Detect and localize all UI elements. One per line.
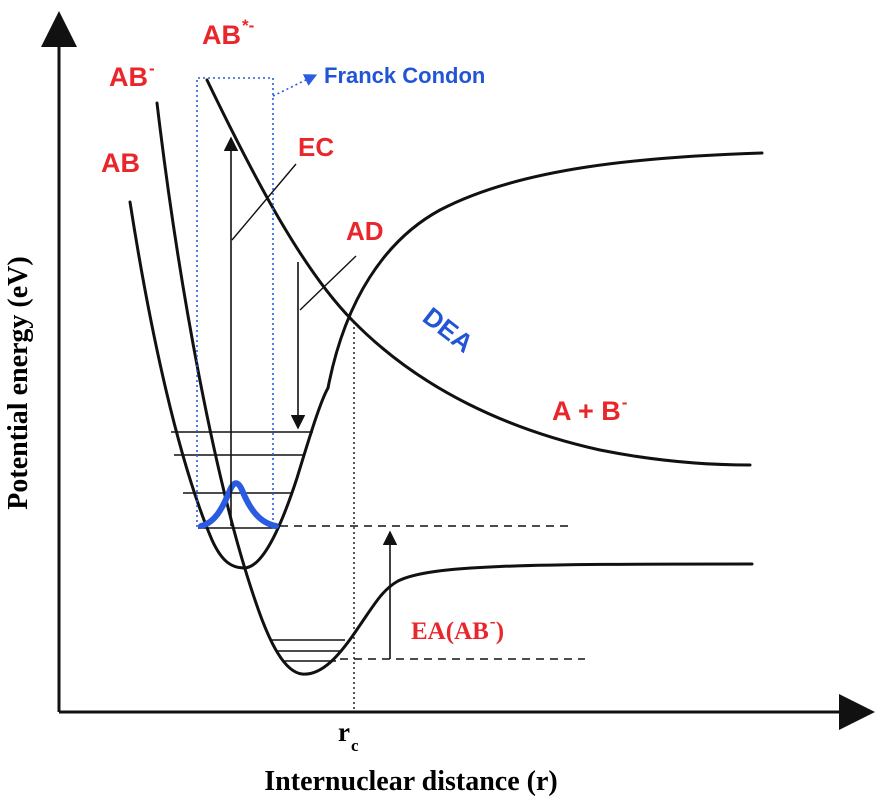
ab-vibrational-levels [171,431,313,529]
ab-excited-anion-label: AB*- [202,16,254,50]
y-axis-title: Potential energy (eV) [3,256,34,509]
dea-label: DEA [417,301,479,359]
ec-leader-line [231,163,297,241]
a-plus-b-anion-curve [326,151,764,390]
ab-potential-curve [128,200,330,570]
a-plus-b-label: A + B- [552,393,627,426]
ab-excited-anion-curve [205,78,752,467]
ad-leader-line [299,255,357,311]
franck-condon-label: Franck Condon [324,63,485,88]
ab-anion-label: AB- [109,59,155,92]
ab-label: AB [101,148,140,178]
franck-condon-wavefunction [198,480,279,529]
franck-condon-region-box [196,74,318,527]
electron-affinity-label: EA(AB-) [411,611,504,645]
ad-label: AD [346,216,384,246]
ab-anion-potential-curve [155,101,754,676]
ec-label: EC [298,132,334,162]
ab-anion-vibrational-levels [272,639,345,662]
x-axis-title: Internuclear distance (r) [264,766,557,797]
rc-label: rc [338,717,359,755]
